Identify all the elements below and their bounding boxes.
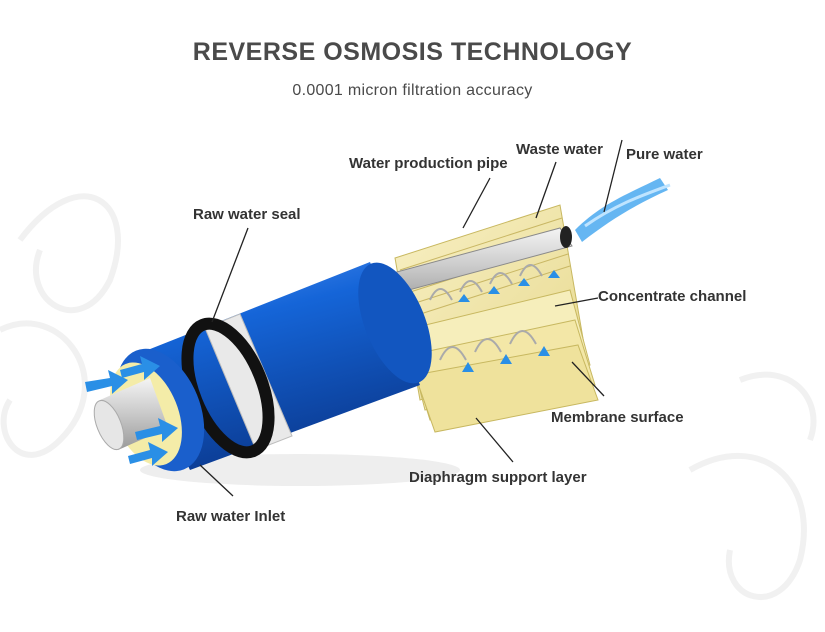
label-pure-water: Pure water — [626, 146, 703, 163]
label-leader-lines — [199, 139, 623, 497]
background-swirl-decoration — [0, 193, 817, 600]
pure-water-stream — [575, 178, 671, 242]
label-concentrate-channel: Concentrate channel — [598, 288, 747, 305]
label-waste-water: Waste water — [516, 141, 603, 158]
leader-raw-water-seal — [211, 227, 249, 323]
leader-water-production-pipe — [462, 177, 491, 229]
raw-water-inlet-arrows — [85, 356, 178, 466]
label-water-production-pipe: Water production pipe — [349, 155, 508, 172]
leader-diaphragm-support-layer — [475, 417, 514, 463]
page-title: REVERSE OSMOSIS TECHNOLOGY — [192, 38, 633, 66]
membrane-shadow — [140, 454, 460, 486]
leader-pure-water — [603, 139, 623, 213]
leader-membrane-surface — [571, 361, 605, 397]
leader-waste-water — [535, 161, 557, 219]
leader-raw-water-inlet — [199, 464, 234, 497]
label-raw-water-seal: Raw water seal — [193, 206, 301, 223]
leader-concentrate-channel — [554, 297, 599, 307]
page-subtitle: 0.0001 micron filtration accuracy — [292, 82, 533, 99]
label-diaphragm-support-layer: Diaphragm support layer — [409, 469, 587, 486]
label-raw-water-inlet: Raw water Inlet — [176, 508, 286, 525]
label-membrane-surface: Membrane surface — [551, 409, 684, 426]
